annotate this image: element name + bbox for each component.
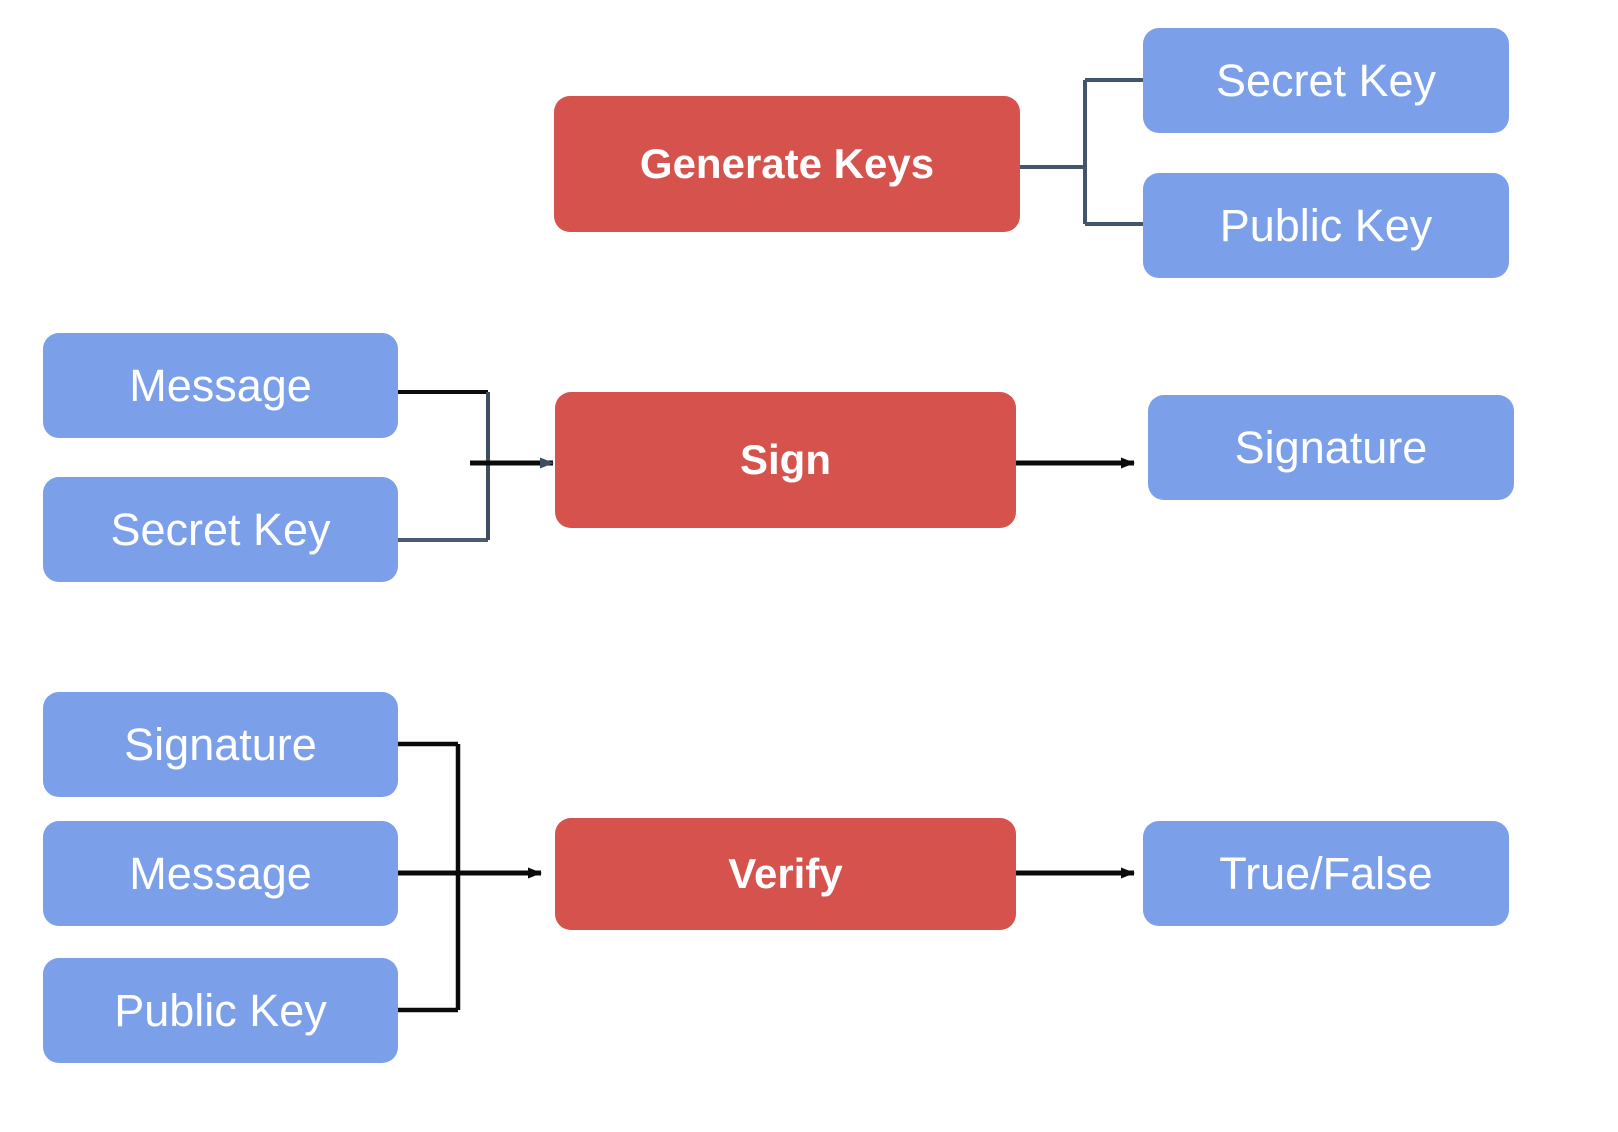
node-label: Sign	[740, 435, 831, 483]
node-label: Secret Key	[1215, 54, 1437, 106]
edge-generatekeys-branch	[1020, 75, 1164, 229]
node-label: Message	[129, 359, 312, 411]
data-node-verify-output-true-false[interactable]: True/False	[1143, 821, 1509, 926]
data-node-sign-output-signature[interactable]: Signature	[1148, 395, 1514, 500]
node-label: Signature	[124, 718, 317, 770]
data-node-public-key-output[interactable]: Public Key	[1143, 173, 1509, 278]
node-label: Public Key	[1219, 199, 1433, 251]
data-node-verify-input-message[interactable]: Message	[43, 821, 398, 926]
node-label: Message	[129, 847, 312, 899]
node-label: Signature	[1234, 421, 1428, 473]
data-node-verify-input-public-key[interactable]: Public Key	[43, 958, 398, 1063]
node-label: Verify	[728, 849, 843, 897]
edge-verify-inputs	[398, 741, 542, 1013]
node-label: Generate Keys	[639, 139, 935, 187]
data-node-sign-input-secret-key[interactable]: Secret Key	[43, 477, 398, 582]
data-node-secret-key-output[interactable]: Secret Key	[1143, 28, 1509, 133]
node-label: Public Key	[114, 984, 327, 1036]
edge-sign-inputs	[398, 390, 554, 542]
node-label: Secret Key	[110, 503, 331, 555]
data-node-sign-input-message[interactable]: Message	[43, 333, 398, 438]
data-node-verify-input-signature[interactable]: Signature	[43, 692, 398, 797]
process-node-sign[interactable]: Sign	[555, 392, 1016, 528]
process-node-verify[interactable]: Verify	[555, 818, 1016, 930]
node-label: True/False	[1219, 847, 1433, 899]
process-node-generate-keys[interactable]: Generate Keys	[554, 96, 1020, 232]
